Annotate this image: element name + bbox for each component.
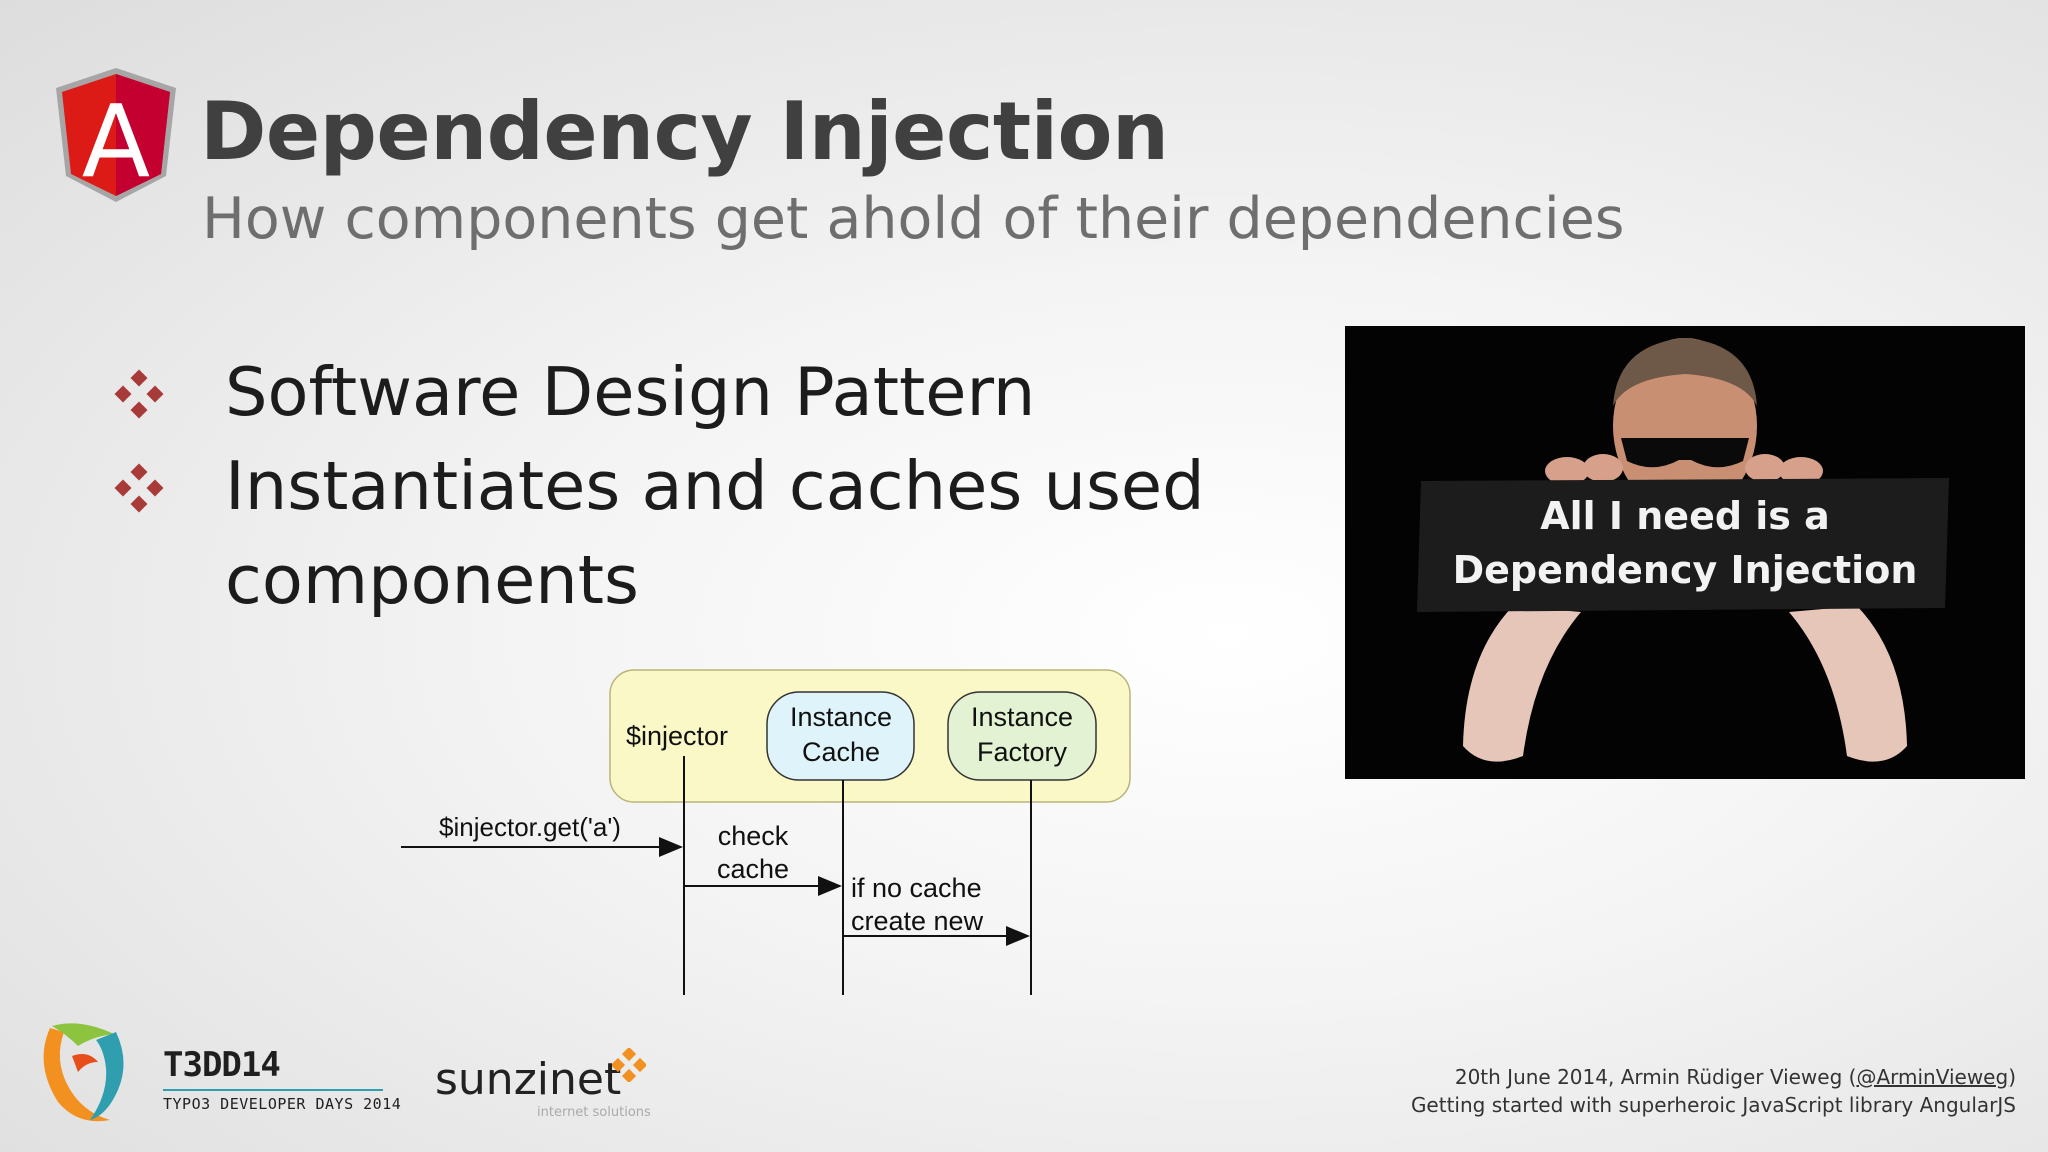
bullet-item: Instantiates and caches used components [110, 439, 1220, 627]
sunzinet-mark-icon [612, 1048, 646, 1082]
factory-label-1: Instance [971, 702, 1073, 732]
instance-cache-box [766, 691, 915, 781]
bullet-text: Instantiates and caches used components [225, 447, 1205, 619]
t3dd-logo-icon [43, 1023, 124, 1122]
angular-logo-icon: A [56, 68, 176, 202]
slide-title: Dependency Injection [200, 85, 1169, 178]
meme-photo-illustration: All I need is a Dependency Injection [1345, 326, 2025, 779]
instance-factory-box [947, 691, 1097, 781]
footer-line-2: Getting started with superheroic JavaScr… [1410, 1093, 2016, 1117]
bullet-item: Software Design Pattern [110, 345, 1220, 439]
footer-close-paren: ) [2008, 1065, 2016, 1089]
meme-photo: All I need is a Dependency Injection [1345, 326, 2025, 779]
check-cache-label-2: cache [717, 854, 789, 884]
create-new-label-1: if no cache [851, 873, 982, 903]
diamond-bullet-icon [114, 369, 164, 419]
cache-label-1: Instance [790, 702, 892, 732]
diamond-bullet-icon [114, 463, 164, 513]
sign-line-2: Dependency Injection [1453, 548, 1918, 592]
create-new-label-2: create new [851, 906, 984, 936]
slide-subtitle: How components get ahold of their depend… [202, 186, 1625, 252]
footer-date-author: 20th June 2014, Armin Rüdiger Vieweg ( [1454, 1065, 1857, 1089]
footer-line-1: 20th June 2014, Armin Rüdiger Vieweg (@A… [1411, 1063, 2016, 1091]
t3dd-name: T3DD14 [163, 1045, 281, 1085]
sunzinet-name: sunzinet [435, 1054, 622, 1105]
cache-label-2: Cache [802, 737, 880, 767]
sign-line-1: All I need is a [1540, 494, 1830, 538]
bullet-text: Software Design Pattern [225, 353, 1036, 431]
bullet-list: Software Design Pattern Instantiates and… [110, 345, 1220, 627]
twitter-handle-link[interactable]: @ArminVieweg [1856, 1065, 2009, 1089]
slide-footer: 20th June 2014, Armin Rüdiger Vieweg (@A… [1411, 1063, 2016, 1119]
get-call-label: $injector.get('a') [439, 812, 621, 842]
injector-sequence-diagram: $injector Instance Cache Instance Factor… [401, 669, 1131, 995]
factory-label-2: Factory [977, 737, 1068, 767]
t3dd-divider [163, 1089, 383, 1091]
t3dd-subtitle: TYPO3 DEVELOPER DAYS 2014 [163, 1095, 402, 1113]
injector-label: $injector [626, 721, 728, 751]
sunzinet-tagline: internet solutions [537, 1105, 651, 1120]
check-cache-label-1: check [718, 821, 789, 851]
angular-logo-letter: A [82, 83, 150, 200]
